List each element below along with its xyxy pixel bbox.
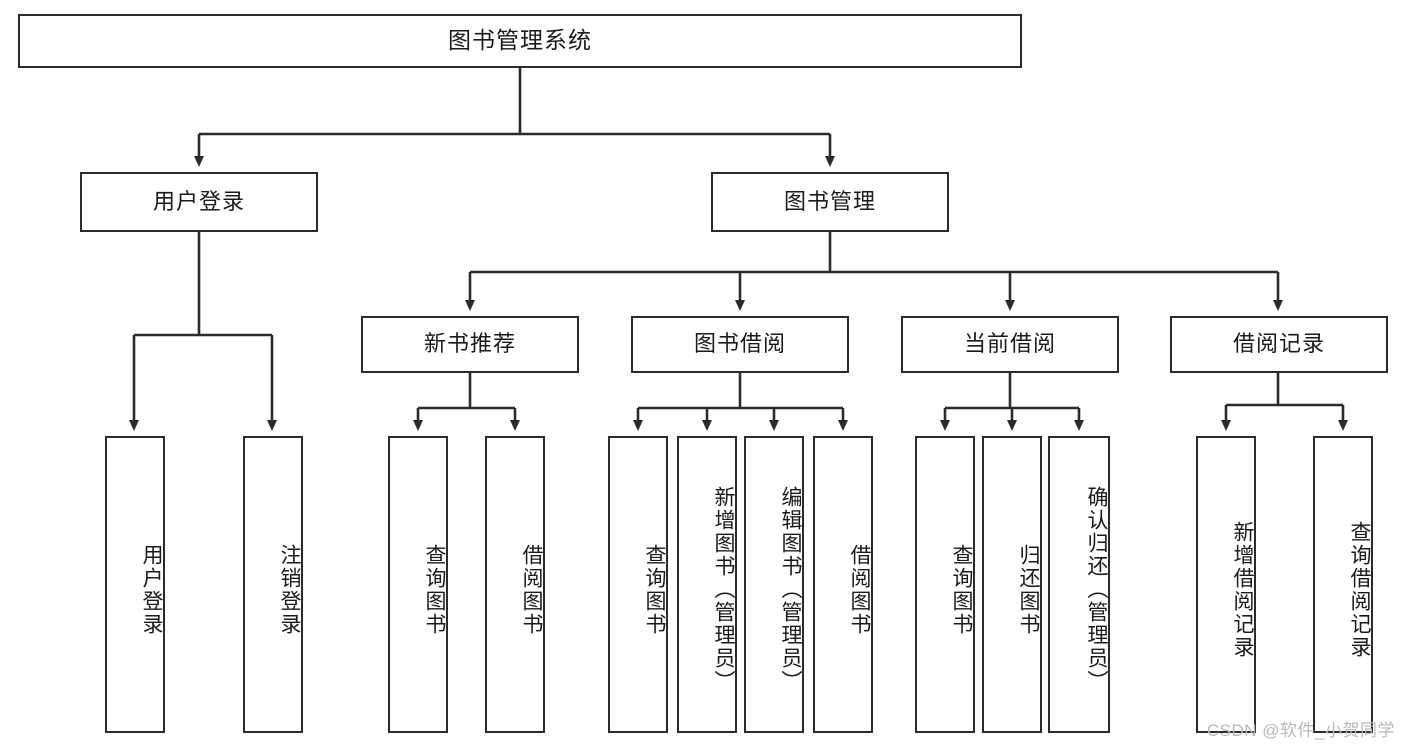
leaf-query-book-recommend[interactable]: 查询图书 bbox=[388, 436, 448, 733]
node-label: 查询图书 bbox=[950, 543, 973, 636]
node-label: 借阅记录 bbox=[1232, 331, 1325, 357]
leaf-confirm-return-admin[interactable]: 确认归还（管理员） bbox=[1048, 436, 1110, 733]
node-label: 编辑图书（管理员） bbox=[779, 486, 802, 693]
node-label: 用户登录 bbox=[140, 543, 163, 636]
node-root-book-management-system[interactable]: 图书管理系统 bbox=[18, 14, 1022, 68]
leaf-add-borrow-record[interactable]: 新增借阅记录 bbox=[1196, 436, 1256, 733]
leaf-borrow-book-recommend[interactable]: 借阅图书 bbox=[485, 436, 545, 733]
csdn-watermark: CSDN @软件_小贺同学 bbox=[1206, 721, 1395, 740]
leaf-user-login[interactable]: 用户登录 bbox=[105, 436, 165, 733]
node-label: 注销登录 bbox=[278, 543, 301, 636]
node-label: 归还图书 bbox=[1017, 543, 1040, 636]
node-label: 借阅图书 bbox=[848, 543, 871, 636]
node-label: 借阅图书 bbox=[520, 543, 543, 636]
leaf-logout-login[interactable]: 注销登录 bbox=[243, 436, 303, 733]
node-new-book-recommend[interactable]: 新书推荐 bbox=[361, 316, 579, 373]
node-label: 新增图书（管理员） bbox=[712, 486, 735, 693]
leaf-query-book-borrow[interactable]: 查询图书 bbox=[608, 436, 668, 733]
leaf-add-book-admin[interactable]: 新增图书（管理员） bbox=[677, 436, 737, 733]
node-book-management[interactable]: 图书管理 bbox=[711, 172, 949, 232]
node-book-borrow[interactable]: 图书借阅 bbox=[631, 316, 849, 373]
node-current-borrow[interactable]: 当前借阅 bbox=[901, 316, 1119, 373]
leaf-borrow-book[interactable]: 借阅图书 bbox=[813, 436, 873, 733]
leaf-edit-book-admin[interactable]: 编辑图书（管理员） bbox=[744, 436, 804, 733]
node-label: 图书管理系统 bbox=[448, 27, 592, 54]
node-label: 查询图书 bbox=[423, 543, 446, 636]
leaf-return-book[interactable]: 归还图书 bbox=[982, 436, 1042, 733]
node-label: 确认归还（管理员） bbox=[1085, 486, 1108, 693]
node-label: 新书推荐 bbox=[423, 331, 516, 357]
leaf-query-book-current[interactable]: 查询图书 bbox=[915, 436, 975, 733]
node-label: 图书借阅 bbox=[693, 331, 786, 357]
node-label: 当前借阅 bbox=[963, 331, 1056, 357]
node-label: 用户登录 bbox=[152, 188, 245, 214]
node-user-login[interactable]: 用户登录 bbox=[80, 172, 318, 232]
node-label: 查询借阅记录 bbox=[1348, 520, 1371, 659]
node-label: 图书管理 bbox=[783, 188, 876, 214]
node-borrow-record[interactable]: 借阅记录 bbox=[1170, 316, 1388, 373]
leaf-query-borrow-record[interactable]: 查询借阅记录 bbox=[1313, 436, 1373, 733]
node-label: 查询图书 bbox=[643, 543, 666, 636]
node-label: 新增借阅记录 bbox=[1231, 520, 1254, 659]
